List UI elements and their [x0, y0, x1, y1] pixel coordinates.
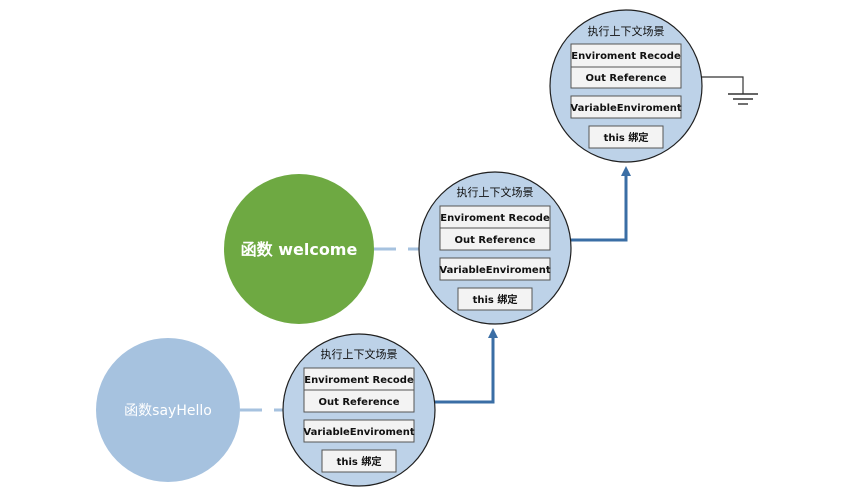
function-welcome-circle	[224, 174, 374, 324]
this-binding-label: this 绑定	[473, 293, 518, 306]
this-binding-box	[321, 449, 397, 473]
function-welcome-label: 函数 welcome	[241, 240, 358, 259]
out-reference-label: Out Reference	[318, 397, 399, 408]
function-welcome: 函数 welcome	[224, 174, 374, 324]
context-title: 执行上下文场景	[457, 185, 534, 199]
env-record-label: Enviroment Recode	[304, 375, 414, 386]
out-reference-label: Out Reference	[585, 73, 666, 84]
function-sayhello-label: 函数sayHello	[124, 403, 212, 419]
sayhello-outer-reference-arrow	[412, 328, 498, 404]
this-binding-label: this 绑定	[604, 131, 649, 144]
variable-env-label: VariableEnviroment	[303, 427, 414, 438]
out-reference-box	[303, 389, 415, 413]
this-binding-box	[457, 287, 533, 311]
out-reference-box	[570, 66, 682, 89]
welcome-outer-reference-arrow	[550, 166, 631, 242]
execution-context-global: 执行上下文场景 Enviroment Recode Out Reference …	[549, 9, 703, 163]
function-sayhello-circle	[96, 338, 240, 482]
variable-env-label: VariableEnviroment	[439, 265, 550, 276]
context-title: 执行上下文场景	[321, 347, 398, 361]
null-ground-icon	[682, 76, 758, 105]
execution-context-sayhello: 执行上下文场景 Enviroment Recode Out Reference …	[282, 333, 436, 487]
variable-env-box	[303, 419, 415, 443]
function-sayhello: 函数sayHello	[96, 338, 240, 482]
out-reference-box	[439, 227, 551, 251]
out-reference-label: Out Reference	[454, 235, 535, 246]
variable-env-label: VariableEnviroment	[570, 103, 681, 114]
variable-env-box	[570, 95, 682, 119]
this-binding-label: this 绑定	[337, 455, 382, 468]
this-binding-box	[588, 125, 664, 149]
variable-env-box	[439, 257, 551, 281]
context-title: 执行上下文场景	[588, 24, 665, 38]
env-record-label: Enviroment Recode	[440, 213, 550, 224]
execution-context-welcome: 执行上下文场景 Enviroment Recode Out Reference …	[418, 171, 572, 325]
env-record-label: Enviroment Recode	[571, 51, 681, 62]
